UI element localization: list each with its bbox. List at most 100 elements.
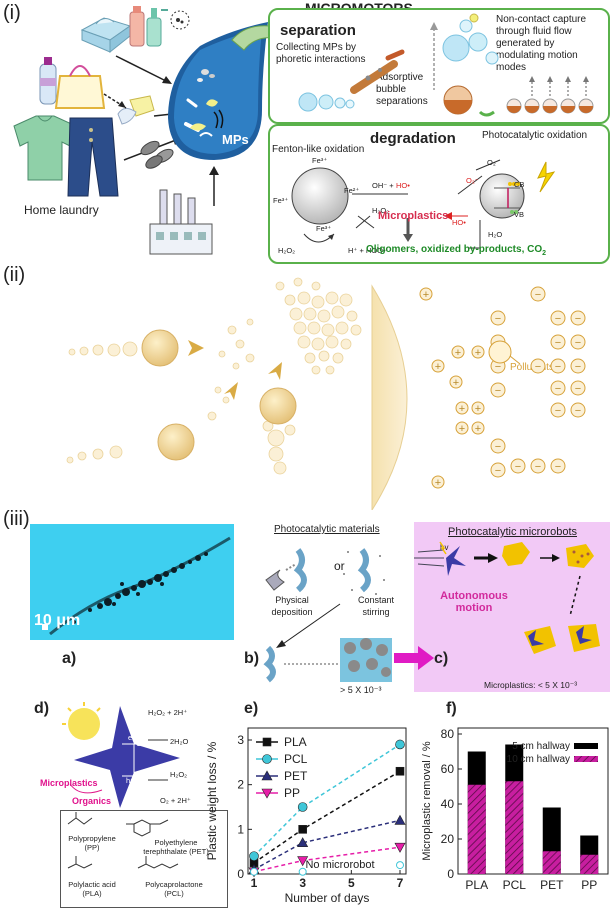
svg-text:−: − bbox=[535, 461, 541, 473]
fe3-left-label: Fe³⁺ bbox=[273, 196, 289, 205]
chart-e-xtick-label: 5 bbox=[348, 876, 355, 890]
chart-e-ytick-label: 0 bbox=[237, 867, 244, 881]
constant-stirring-label: Constant stirring bbox=[357, 595, 395, 617]
chart-e-series-pcl: PCL bbox=[249, 739, 405, 861]
autonomous-motion-label: Autonomous motion bbox=[440, 590, 508, 614]
physical-deposition-label: Physical deposition bbox=[271, 595, 313, 617]
svg-text:−: − bbox=[535, 289, 541, 301]
polymer-structures-box bbox=[60, 810, 228, 908]
tires-icon bbox=[140, 140, 174, 169]
svg-text:+: + bbox=[475, 423, 481, 435]
svg-text:−: − bbox=[555, 337, 561, 349]
microplastics-label: Microplastics bbox=[378, 210, 449, 222]
chart-f-legend-label: 10 cm hallway bbox=[507, 754, 570, 765]
chart-e-legend-marker bbox=[261, 770, 273, 781]
h2o2-d-label: H₂O₂ bbox=[170, 770, 188, 779]
chart-f-ylabel: Microplastic removal / % bbox=[421, 741, 433, 860]
pcl-label: Polycaprolactone (PCL) bbox=[145, 880, 203, 898]
chart-e-series-pet: PET bbox=[248, 769, 406, 874]
separation-illustration bbox=[298, 13, 594, 117]
ho-radical-label: HO• bbox=[396, 181, 410, 190]
svg-text:−: − bbox=[555, 361, 561, 373]
cb-d-label: CB bbox=[136, 739, 147, 748]
svg-text:+: + bbox=[475, 347, 481, 359]
chart-e-no-robot-point bbox=[396, 861, 404, 870]
chart-e-point-pcl bbox=[249, 851, 259, 861]
chart-e-xtick-label: 7 bbox=[397, 876, 404, 890]
chart-f-category-label: PLA bbox=[465, 878, 488, 892]
svg-text:−: − bbox=[495, 313, 501, 325]
o2-label: O₂ bbox=[487, 158, 496, 167]
h2o2-right-label: H₂O₂ bbox=[372, 206, 390, 215]
h2o-label: H₂O bbox=[488, 230, 503, 239]
svg-text:+: + bbox=[435, 361, 441, 373]
jeans-icon bbox=[67, 117, 119, 197]
svg-text:+: + bbox=[453, 377, 459, 389]
panel-a-label: a) bbox=[62, 650, 77, 667]
panel-iii-label: (iii) bbox=[3, 508, 30, 530]
chart-f-ytick-label: 60 bbox=[441, 762, 455, 776]
chart-e-no-robot-point bbox=[298, 867, 307, 876]
chart-e-legend-label: PCL bbox=[284, 752, 308, 766]
chart-e-frame bbox=[247, 727, 407, 875]
chart-e-point-pet bbox=[297, 837, 309, 848]
factory-icon bbox=[149, 189, 213, 255]
pla-label: Polylactic acid (PLA) bbox=[68, 880, 116, 898]
chart-e-no-robot bbox=[250, 861, 404, 876]
chart-f-legend-label: 5 cm hallway bbox=[512, 741, 570, 752]
microplastics-size-label: Microplastics: < 5 X 10⁻³ bbox=[484, 680, 578, 690]
svg-text:−: − bbox=[575, 337, 581, 349]
chart-e-line-pet bbox=[253, 819, 401, 871]
svg-text:−: − bbox=[495, 385, 501, 397]
plus-ions: +++++ +++++ bbox=[423, 289, 481, 489]
microplastics-d-label: Microplastics bbox=[40, 778, 98, 788]
ho-radical-2-label: HO• bbox=[452, 218, 466, 227]
chart-f-frame bbox=[457, 727, 609, 875]
chart-e-point-pet bbox=[394, 814, 406, 825]
separation-item-phoretic: Collecting MPs by phoretic interactions bbox=[276, 42, 366, 65]
chart-e-legend-marker bbox=[261, 788, 273, 799]
svg-text:−: − bbox=[515, 461, 521, 473]
shopping-bag-icon bbox=[54, 65, 106, 109]
chart-f-legend-swatch bbox=[574, 756, 598, 762]
photocatalytic-materials-title: Photocatalytic materials bbox=[274, 524, 380, 535]
panel-c-label: c) bbox=[434, 650, 449, 667]
chart-e-legend-marker bbox=[262, 737, 272, 747]
separation-item-noncontact: Non-contact capture through fluid flow g… bbox=[496, 14, 587, 73]
chart-f-bar-10cm bbox=[467, 784, 486, 874]
photocatalytic-label: Photocatalytic oxidation bbox=[482, 130, 588, 141]
fenton-label: Fenton-like oxidation bbox=[272, 144, 365, 155]
drop-mps-label: MPs bbox=[222, 132, 249, 147]
chart-e-legend-marker bbox=[262, 754, 272, 764]
pet-label: Polyethylene terephthalate (PET) bbox=[143, 838, 209, 856]
chart-f-ytick-label: 80 bbox=[441, 727, 455, 741]
separation-heading: separation bbox=[280, 22, 356, 39]
chart-e-line-pla bbox=[253, 770, 401, 864]
svg-text:+: + bbox=[423, 289, 429, 301]
panel-f-label: f) bbox=[446, 700, 457, 717]
size-large-label: > 5 X 10⁻³ bbox=[340, 685, 382, 695]
pollution-sources-illustration bbox=[13, 6, 270, 255]
chart-e-point-pla bbox=[395, 766, 405, 776]
chart-e-point-pcl bbox=[297, 802, 308, 812]
chart-e-line-pcl bbox=[253, 743, 401, 857]
scale-bar-label: 10 μm bbox=[34, 612, 81, 629]
chart-e-point-pp bbox=[394, 842, 406, 853]
water-out-label: 2H₂O bbox=[170, 737, 189, 746]
svg-text:−: − bbox=[555, 313, 561, 325]
svg-text:+: + bbox=[455, 347, 461, 359]
chart-f-legend-swatch bbox=[574, 743, 598, 749]
chart-e-xtick-label: 1 bbox=[251, 876, 258, 890]
chart-f-bar-10cm bbox=[580, 854, 599, 874]
chart-f-ytick-label: 40 bbox=[441, 797, 455, 811]
water-drop-icon bbox=[168, 22, 268, 160]
products-label: Oligomers, oxidized by-products, CO2 bbox=[366, 244, 546, 257]
svg-text:−: − bbox=[575, 383, 581, 395]
oh-label: OH⁻ + bbox=[372, 181, 394, 190]
organics-label: Organics bbox=[72, 796, 112, 806]
svg-text:+: + bbox=[435, 477, 441, 489]
chart-e-point-pp bbox=[297, 856, 309, 867]
vb-label: VB bbox=[514, 210, 525, 219]
